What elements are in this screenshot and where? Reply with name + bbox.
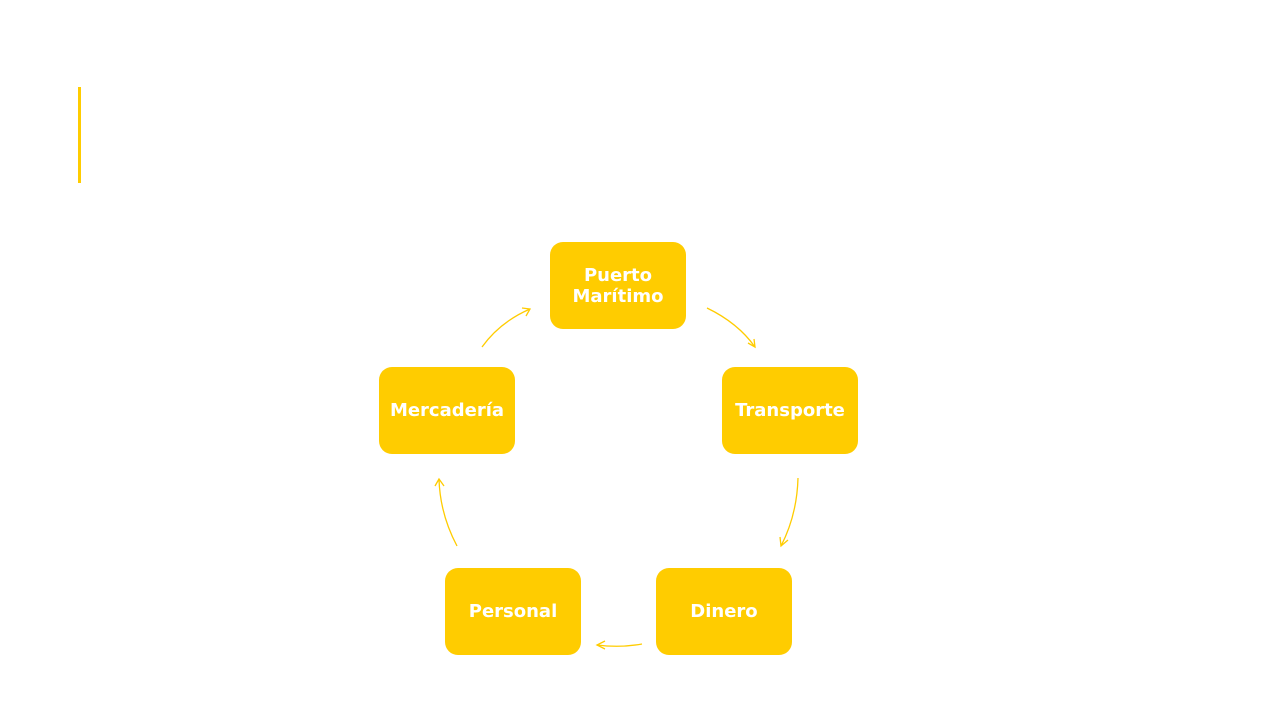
arrowhead-mercaderia-to-puerto [521, 307, 532, 317]
arrowhead-personal-to-mercaderia [434, 477, 445, 487]
node-personal: Personal [445, 568, 581, 655]
title-accent-bar [78, 87, 81, 183]
node-dinero: Dinero [656, 568, 792, 655]
node-label: Transporte [735, 400, 845, 421]
node-label: Personal [468, 601, 558, 622]
arrowhead-transporte-to-dinero [779, 536, 789, 548]
node-label: Dinero [690, 601, 758, 622]
arrow-transporte-to-dinero [780, 477, 799, 547]
arrow-dinero-to-personal [596, 643, 643, 647]
arrowhead-puerto-to-transporte [747, 338, 756, 349]
arrow-puerto-to-transporte [706, 307, 756, 348]
arrow-mercaderia-to-puerto [481, 308, 531, 348]
node-transporte: Transporte [722, 367, 858, 454]
node-mercaderia: Mercadería [379, 367, 515, 454]
arrow-personal-to-mercaderia [438, 478, 458, 547]
node-label: Mercadería [389, 400, 505, 421]
node-label: Puerto Marítimo [572, 264, 664, 307]
node-puerto-maritimo: Puerto Marítimo [550, 242, 686, 329]
arrowhead-dinero-to-personal [595, 640, 606, 650]
